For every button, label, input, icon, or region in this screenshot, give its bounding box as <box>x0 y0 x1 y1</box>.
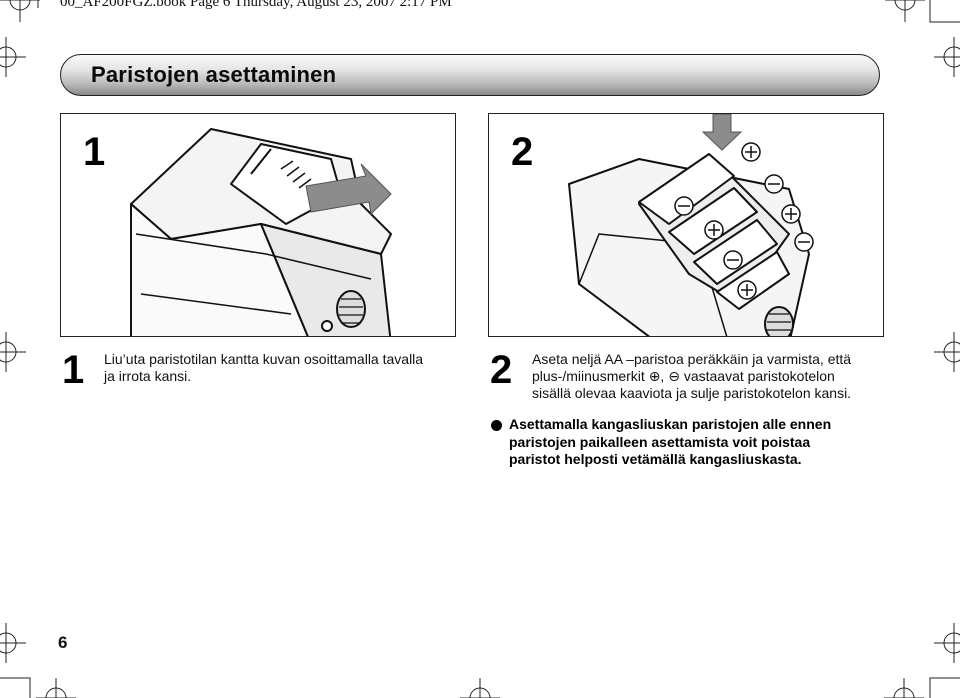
illustration-panel-2: 2 <box>488 113 884 337</box>
panel-number: 1 <box>83 130 106 174</box>
registration-mark-icon <box>0 0 40 22</box>
note-line: Asettamalla kangasliuskan paristojen all… <box>509 416 832 432</box>
step-text-line: plus-/miinusmerkit ⊕, ⊖ vastaavat parist… <box>532 368 835 384</box>
page-number: 6 <box>58 633 68 652</box>
registration-mark-icon <box>0 37 26 77</box>
registration-mark-icon <box>884 678 924 698</box>
bullet-dot-icon <box>491 420 502 431</box>
step-2-text: Aseta neljä AA –paristoa peräkkäin ja va… <box>532 351 932 402</box>
registration-mark-icon <box>0 332 26 372</box>
battery-insertion-illustration <box>568 114 814 336</box>
page-title: Paristojen asettaminen <box>91 62 337 87</box>
registration-mark-icon <box>934 332 960 372</box>
note-line: paristot helposti vetämällä kangasliuska… <box>509 451 802 467</box>
registration-mark-icon <box>0 623 26 663</box>
registration-mark-icon <box>885 0 925 22</box>
step-1-text: Liu’uta paristotilan kantta kuvan osoitt… <box>104 351 464 385</box>
registration-mark-icon <box>460 678 500 698</box>
flash-battery-cover-illustration <box>130 128 392 336</box>
step-text-line: Liu’uta paristotilan kantta kuvan osoitt… <box>104 351 424 367</box>
step-text-line: Aseta neljä AA –paristoa peräkkäin ja va… <box>532 351 852 367</box>
note-line: paristojen paikalleen asettamista voit p… <box>509 433 811 450</box>
step-number: 1 <box>62 348 85 392</box>
step-number: 2 <box>490 348 513 392</box>
illustration-panel-1: 1 <box>60 113 456 337</box>
slide-direction-arrow-icon <box>305 163 392 216</box>
file-info-header: 00_AF200FGZ.book Page 6 Thursday, August… <box>60 0 452 10</box>
registration-mark-icon <box>36 678 76 698</box>
step-text-line: sisällä olevaa kaaviota ja sulje paristo… <box>532 385 852 401</box>
panel-number: 2 <box>511 130 534 174</box>
registration-mark-icon <box>934 623 960 663</box>
step-text-line: ja irrota kansi. <box>104 368 192 384</box>
insert-direction-arrow-icon <box>701 114 743 151</box>
tip-note: Asettamalla kangasliuskan paristojen all… <box>509 416 929 469</box>
registration-mark-icon <box>934 37 960 77</box>
section-title-bar: Paristojen asettaminen <box>60 54 880 96</box>
